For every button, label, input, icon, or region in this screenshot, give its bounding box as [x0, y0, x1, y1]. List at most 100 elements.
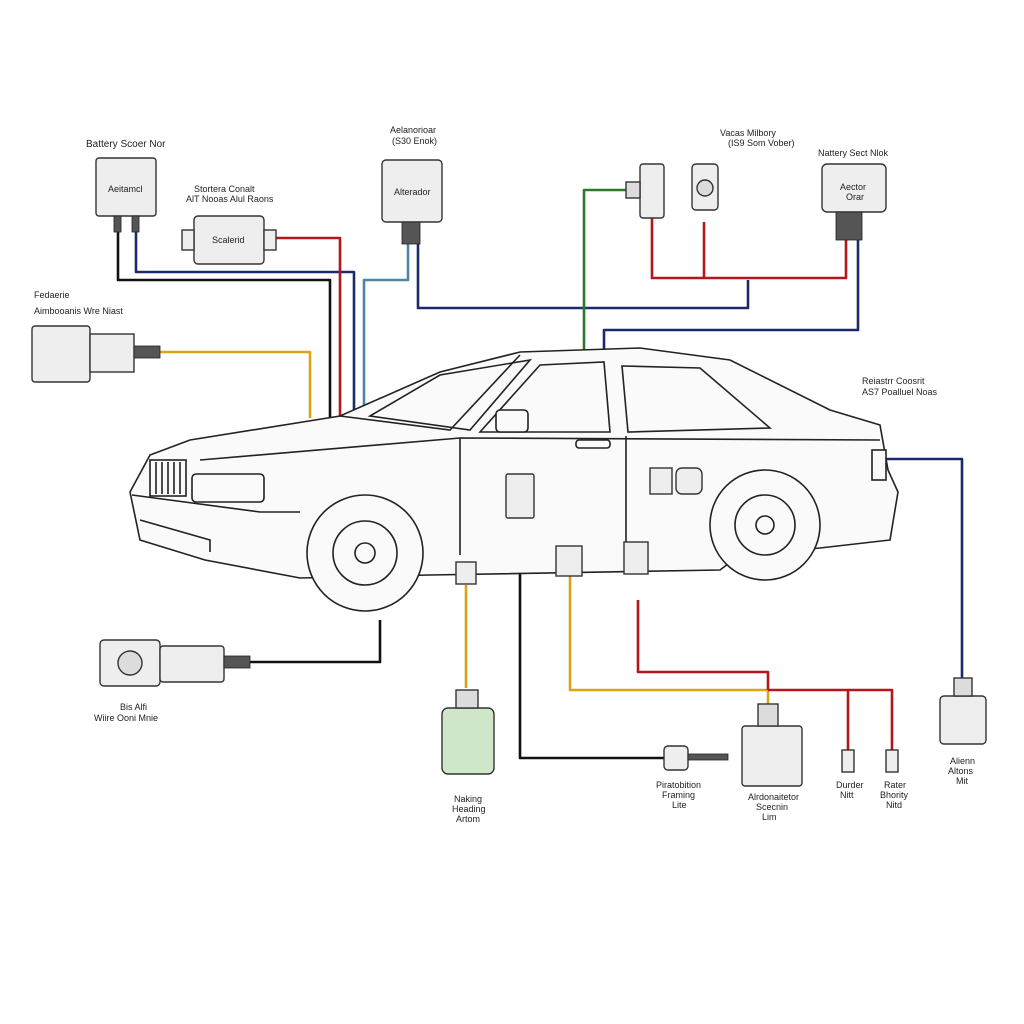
- relay-plug: [625, 181, 641, 199]
- left-connector-pin: [133, 345, 161, 359]
- wire-battery-black: [116, 232, 332, 418]
- car-bumper: [131, 494, 300, 552]
- in-car-modules: [455, 467, 703, 585]
- right-box-plug: [835, 211, 863, 241]
- ground-connector-icon: [663, 745, 689, 771]
- wire-battery-blue: [134, 232, 356, 418]
- relay-br-label-1: Alienn: [950, 756, 975, 766]
- wire-sensor-black: [250, 620, 382, 664]
- battery-title: Battery Scoer Nor: [86, 139, 166, 150]
- fluid-sensor-icon: [455, 561, 477, 585]
- left-connector-component: Fedaerie Aimbooanis Wre Niast: [31, 290, 161, 383]
- starter-end-left: [181, 229, 195, 251]
- fuse2-label-2: Bhority: [880, 790, 909, 800]
- sensor-module-icon: [649, 467, 673, 495]
- module-label-1: Alrdonaitetor: [748, 792, 799, 802]
- fuse-icon-2: [885, 749, 899, 773]
- ground-stub: [687, 753, 729, 761]
- ground-component: Piratobition Framing Lite: [656, 745, 729, 810]
- module-label-3: Lim: [762, 812, 777, 822]
- fluid-label-2: Heading: [452, 804, 486, 814]
- relay-component: Vacas Milbory (IS9 Som Vober): [625, 128, 795, 219]
- alternator-terminal: [401, 221, 421, 245]
- fuse2-label-3: Nitd: [886, 800, 902, 810]
- relay-sensor-lens: [696, 179, 714, 197]
- car-rear-window: [621, 365, 773, 433]
- starter-component: Stortera Conalt AlT Nooas Alul Raons Sca…: [181, 184, 277, 265]
- car: [129, 347, 899, 612]
- wire-starter-red: [276, 236, 342, 418]
- fluid-label-3: Artom: [456, 814, 480, 824]
- car-door-handle: [575, 439, 611, 449]
- left-connector-icon: [31, 325, 91, 383]
- battery-icon: [95, 157, 157, 217]
- battery-component: Battery Scoer Nor Aeitamcl: [86, 139, 166, 233]
- right-title: Nattery Sect Nlok: [818, 148, 889, 158]
- sensor-plug: [223, 655, 251, 669]
- battery-box-label: Aeitamcl: [108, 184, 143, 194]
- center-relay-icon: [505, 473, 535, 519]
- fuse-icon-1: [841, 749, 855, 773]
- wire-left-yellow: [160, 350, 312, 418]
- ground-label-3: Lite: [672, 800, 687, 810]
- relay-br-label-3: Mit: [956, 776, 968, 786]
- fluid-reservoir-cap: [455, 689, 479, 709]
- fluid-reservoir-component: Naking Heading Artom: [441, 689, 495, 824]
- relay-subtitle: (IS9 Som Vober): [728, 138, 795, 148]
- sensor-title: Bis Alfi: [120, 702, 147, 712]
- starter-box-label: Scalerid: [212, 235, 245, 245]
- wire-relay-green: [582, 188, 630, 370]
- module-label-2: Scecnin: [756, 802, 788, 812]
- rear-wheel-rim: [734, 494, 796, 556]
- fluid-reservoir-icon: [441, 707, 495, 775]
- car-grille-bars: [155, 462, 181, 494]
- starter-end-right: [263, 229, 277, 251]
- fuse1-label-2: Nitt: [840, 790, 854, 800]
- battery-terminal-1: [113, 215, 122, 233]
- car-taillight: [871, 449, 887, 481]
- fuse2-label-1: Rater: [884, 780, 906, 790]
- alternator-title: Aelanorioar: [390, 125, 436, 135]
- starter-title: Stortera Conalt: [194, 184, 255, 194]
- rear-subtitle: AS7 Poalluel Noas: [862, 387, 938, 397]
- sensor-module-2-icon: [675, 467, 703, 495]
- rear-title: Reiastrr Coosrit: [862, 376, 925, 386]
- ground-label-1: Piratobition: [656, 780, 701, 790]
- left-title: Fedaerie: [34, 290, 70, 300]
- wire-rear-navy: [880, 457, 964, 680]
- wire-relay-red: [650, 218, 848, 280]
- relay-title: Vacas Milbory: [720, 128, 776, 138]
- front-wheel-rim: [332, 520, 398, 586]
- alternator-box-label: Alterador: [394, 187, 431, 197]
- right-box-line1: Aector: [840, 182, 866, 192]
- sensor-lens: [117, 650, 143, 676]
- rear-label: Reiastrr Coosrit AS7 Poalluel Noas: [862, 376, 938, 397]
- module-icon: [741, 725, 803, 787]
- module-top: [757, 703, 779, 727]
- right-box-line2: Orar: [846, 192, 864, 202]
- wheel-sensor-component: Bis Alfi Wiire Ooni Mnie: [94, 639, 251, 723]
- wire-bottom-red-3: [848, 688, 894, 750]
- car-door-line: [459, 436, 627, 555]
- car-mirror: [495, 409, 529, 433]
- starter-subtitle: AlT Nooas Alul Raons: [186, 194, 274, 204]
- wire-alternator-lightblue: [362, 244, 410, 418]
- wire-center-black: [518, 520, 664, 760]
- sensor-body: [159, 645, 225, 683]
- relay-icon: [639, 163, 665, 219]
- car-beltline: [199, 437, 881, 461]
- left-subtitle: Aimbooanis Wre Niast: [34, 306, 123, 316]
- front-wheel-hub: [354, 542, 376, 564]
- ground-label-2: Framing: [662, 790, 695, 800]
- alternator-subtitle: (S30 Enok): [392, 136, 437, 146]
- fluid-label-1: Naking: [454, 794, 482, 804]
- bottom-right-relay-component: Alienn Altons Mit: [939, 677, 987, 786]
- fuse-components: Durder Nitt Rater Bhority Nitd: [836, 749, 909, 810]
- car-front-window: [478, 361, 611, 433]
- fuse1-label-1: Durder: [836, 780, 864, 790]
- sensor-subtitle: Wiire Ooni Mnie: [94, 713, 158, 723]
- bottom-relay-icon: [939, 695, 987, 745]
- wire-bottom-red: [636, 600, 770, 690]
- sill-connector-icon: [555, 545, 583, 577]
